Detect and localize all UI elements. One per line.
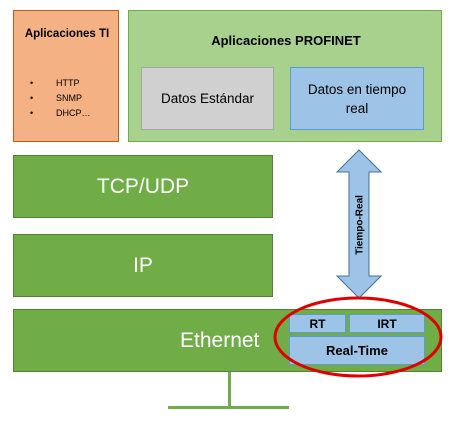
protocol-http: HTTP bbox=[56, 78, 80, 88]
standard-data-box: Datos Estándar bbox=[141, 67, 274, 130]
realtime-data-box: Datos en tiempo real bbox=[290, 67, 424, 130]
bullet-icon: • bbox=[30, 108, 34, 118]
realtime-channel-box: Real-Time bbox=[289, 336, 425, 365]
list-item: • SNMP bbox=[30, 91, 91, 106]
profinet-applications-title: Aplicaciones PROFINET bbox=[211, 33, 361, 48]
ip-layer: IP bbox=[13, 234, 273, 297]
irt-channel-box: IRT bbox=[349, 314, 425, 333]
bullet-icon: • bbox=[30, 78, 34, 88]
profinet-applications-box: Aplicaciones PROFINET Datos Estándar Dat… bbox=[128, 10, 442, 142]
protocol-snmp: SNMP bbox=[56, 93, 83, 103]
bullet-icon: • bbox=[30, 93, 34, 103]
ti-applications-box: Aplicaciones TI • HTTP • SNMP • DHCP… bbox=[13, 10, 119, 142]
network-stem-line bbox=[228, 372, 231, 408]
ti-protocol-list: • HTTP • SNMP • DHCP… bbox=[30, 76, 91, 121]
list-item: • HTTP bbox=[30, 76, 91, 91]
arrow-label: Tiempo-Real bbox=[354, 195, 366, 255]
protocol-dhcp: DHCP… bbox=[56, 108, 91, 118]
ti-applications-title: Aplicaciones TI bbox=[24, 28, 110, 40]
rt-channel-box: RT bbox=[289, 314, 346, 333]
list-item: • DHCP… bbox=[30, 106, 91, 121]
network-base-line bbox=[168, 406, 289, 409]
tcp-udp-layer: TCP/UDP bbox=[13, 155, 273, 218]
